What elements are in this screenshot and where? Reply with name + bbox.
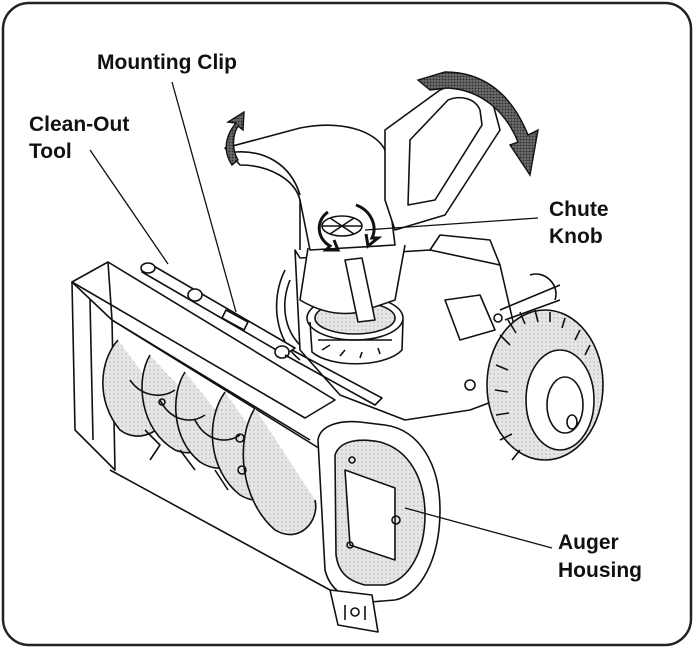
chute-deflector	[225, 125, 395, 250]
chute-knob-label-line2: Knob	[549, 225, 603, 248]
mounting-clip-leader	[172, 82, 236, 312]
clean-out-tool-label-line1: Clean-Out	[29, 113, 129, 136]
clean-out-tool-leader	[90, 150, 168, 264]
wheel	[487, 310, 603, 460]
chute-knob	[322, 216, 362, 236]
auger-housing-label-line2: Housing	[558, 559, 642, 582]
mounting-clip-label: Mounting Clip	[97, 51, 237, 74]
skid-shoe	[330, 590, 378, 632]
clean-out-tool-label-line2: Tool	[29, 140, 72, 163]
auger-housing-label-line1: Auger	[558, 531, 619, 554]
snowblower-illustration	[72, 85, 603, 632]
chute-knob-label-line1: Chute	[549, 198, 609, 221]
